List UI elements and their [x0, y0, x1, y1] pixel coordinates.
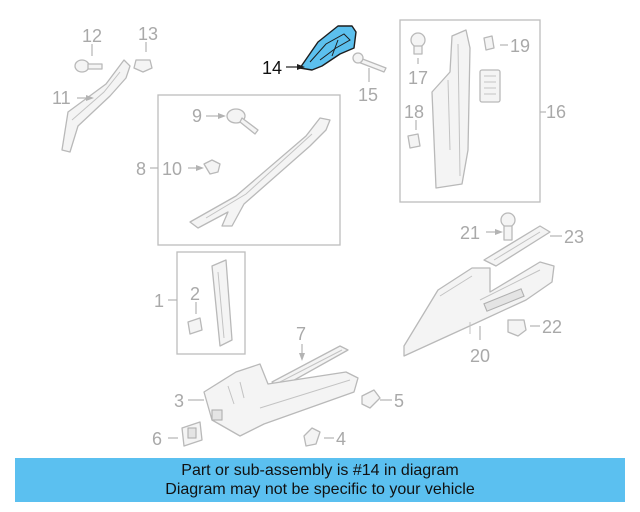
- callout-4[interactable]: 4: [336, 429, 346, 449]
- callout-10[interactable]: 10: [162, 159, 182, 179]
- group-box-16: [399, 19, 541, 203]
- callout-13[interactable]: 13: [138, 24, 158, 44]
- callout-9[interactable]: 9: [192, 106, 202, 126]
- part-10[interactable]: [203, 159, 221, 175]
- part-8-a-pillar-trim[interactable]: [189, 117, 331, 229]
- part-22[interactable]: [507, 319, 527, 337]
- callout-5[interactable]: 5: [394, 391, 404, 411]
- callout-7[interactable]: 7: [296, 324, 306, 344]
- part-21[interactable]: [500, 212, 516, 241]
- callout-21[interactable]: 21: [460, 223, 480, 243]
- part-17[interactable]: [410, 32, 426, 55]
- callout-22[interactable]: 22: [542, 317, 562, 337]
- part-3-front-sill-panel[interactable]: [203, 363, 359, 437]
- callout-15[interactable]: 15: [358, 85, 378, 105]
- info-banner: Part or sub-assembly is #14 in diagram D…: [15, 458, 625, 502]
- callout-11[interactable]: 11: [52, 88, 71, 108]
- callout-20[interactable]: 20: [470, 346, 490, 366]
- callout-16[interactable]: 16: [546, 102, 566, 122]
- banner-line-2: Diagram may not be specific to your vehi…: [165, 481, 475, 498]
- callout-3[interactable]: 3: [174, 391, 184, 411]
- part-13[interactable]: [133, 59, 153, 73]
- part-12[interactable]: [74, 59, 103, 73]
- group-box-1: [176, 251, 246, 355]
- callout-1[interactable]: 1: [154, 291, 164, 311]
- part-23-scuff-plate[interactable]: [483, 225, 551, 267]
- callout-2[interactable]: 2: [190, 284, 200, 304]
- callout-17[interactable]: 17: [408, 68, 428, 88]
- part-1-lower-pillar-trim[interactable]: [211, 259, 233, 347]
- part-2[interactable]: [187, 317, 203, 335]
- part-18[interactable]: [407, 133, 421, 149]
- callout-19[interactable]: 19: [510, 36, 530, 56]
- part-6[interactable]: [181, 421, 203, 447]
- callout-6[interactable]: 6: [152, 429, 162, 449]
- callout-14[interactable]: 14: [262, 58, 282, 78]
- part-19[interactable]: [483, 35, 495, 51]
- b-pillar-vent: [479, 69, 501, 103]
- callout-18[interactable]: 18: [404, 102, 424, 122]
- part-15[interactable]: [352, 52, 387, 73]
- part-5[interactable]: [361, 389, 381, 409]
- part-16-b-pillar-trim[interactable]: [431, 29, 471, 189]
- banner-line-1: Part or sub-assembly is #14 in diagram: [181, 462, 459, 479]
- parts-diagram: 14 15 11 12 13 9 10 8: [52, 19, 584, 449]
- callout-8[interactable]: 8: [136, 159, 146, 179]
- callout-23[interactable]: 23: [564, 227, 584, 247]
- part-4[interactable]: [303, 427, 321, 447]
- callout-12[interactable]: 12: [82, 26, 102, 46]
- group-box-8: [157, 94, 341, 246]
- part-11[interactable]: [61, 59, 131, 153]
- part-14-highlighted[interactable]: [299, 25, 357, 71]
- part-9[interactable]: [226, 108, 259, 135]
- part-20-rear-sill-panel[interactable]: [403, 261, 555, 357]
